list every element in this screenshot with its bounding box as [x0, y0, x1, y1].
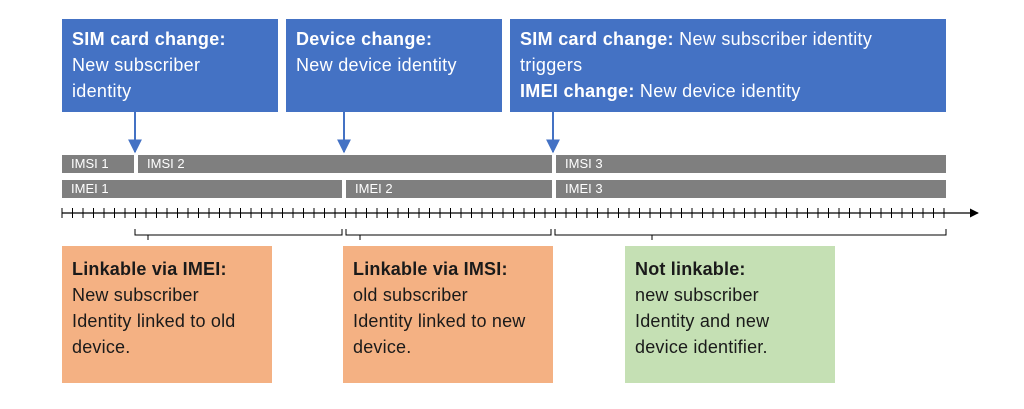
imei-bar-3: IMEI 3	[556, 180, 946, 198]
note-text: new subscriber	[635, 285, 759, 305]
event-box-device-change: Device change: New device identity	[286, 19, 502, 112]
imsi-label: IMSI 3	[565, 156, 603, 171]
event-line-1: SIM card change: New subscriber identity	[520, 26, 936, 52]
event-line-3: IMEI change: New device identity	[520, 78, 936, 104]
imsi-label: IMSI 1	[71, 156, 109, 171]
imei-label: IMEI 3	[565, 181, 603, 196]
imei-label: IMEI 1	[71, 181, 109, 196]
imei-bar-2: IMEI 2	[346, 180, 552, 198]
event-title: IMEI change:	[520, 81, 635, 101]
event-text: identity	[72, 81, 132, 101]
note-text: Identity linked to new	[353, 311, 526, 331]
event-text: New device identity	[634, 81, 801, 101]
note-linkable-imei: Linkable via IMEI: New subscriber Identi…	[62, 246, 272, 383]
note-title: Not linkable:	[635, 259, 746, 279]
note-text: device identifier.	[635, 337, 768, 357]
event-text: New subscriber identity	[673, 29, 873, 49]
imsi-bar-2: IMSI 2	[138, 155, 552, 173]
note-text: New subscriber	[72, 285, 199, 305]
event-text: New subscriber	[72, 55, 201, 75]
event-text: triggers	[520, 55, 583, 75]
imei-bar-1: IMEI 1	[62, 180, 342, 198]
note-text: old subscriber	[353, 285, 468, 305]
note-text: device.	[72, 337, 131, 357]
bracket-3	[554, 229, 947, 240]
event-title: SIM card change:	[72, 29, 226, 49]
imsi-bar-3: IMSI 3	[556, 155, 946, 173]
note-linkable-imsi: Linkable via IMSI: old subscriber Identi…	[343, 246, 553, 383]
event-text: New device identity	[296, 55, 457, 75]
bracket-2	[345, 229, 552, 240]
event-box-sim-and-imei-change: SIM card change: New subscriber identity…	[510, 19, 946, 112]
imsi-bar-1: IMSI 1	[62, 155, 134, 173]
imsi-label: IMSI 2	[147, 156, 185, 171]
note-text: device.	[353, 337, 412, 357]
note-text: Identity linked to old	[72, 311, 236, 331]
note-title: Linkable via IMSI:	[353, 259, 508, 279]
note-not-linkable: Not linkable: new subscriber Identity an…	[625, 246, 835, 383]
imei-label: IMEI 2	[355, 181, 393, 196]
event-title: SIM card change:	[520, 29, 674, 49]
event-title: Device change:	[296, 29, 433, 49]
timeline-ticks	[61, 208, 945, 218]
bracket-1	[134, 229, 343, 240]
note-title: Linkable via IMEI:	[72, 259, 227, 279]
note-text: Identity and new	[635, 311, 770, 331]
event-box-sim-change: SIM card change: New subscriber identity	[62, 19, 278, 112]
